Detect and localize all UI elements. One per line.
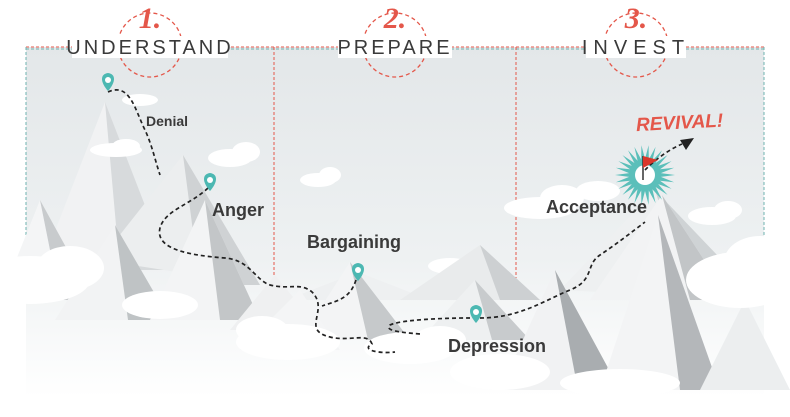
- step-title-3: INVEST: [582, 37, 690, 59]
- step-number-3: 3.: [624, 2, 648, 35]
- stage-label-depression: Depression: [448, 336, 546, 356]
- revival-label: REVIVAL!: [635, 111, 723, 137]
- step-title-bg-2: [338, 36, 452, 58]
- step-title-2: PREPARE: [337, 37, 452, 59]
- step-number-2: 2.: [383, 2, 407, 35]
- front-clouds: [0, 139, 790, 397]
- step-number-1: 1.: [139, 2, 162, 35]
- map-pin-icon: [470, 305, 482, 323]
- path-arrowhead: [680, 138, 694, 150]
- stage-label-anger: Anger: [212, 200, 264, 220]
- step-header-2: 2. PREPARE: [337, 2, 452, 78]
- step-title-bg-1: [72, 36, 228, 58]
- burst-center: [635, 165, 655, 185]
- step-header-3: 3. INVEST: [582, 2, 690, 78]
- flag-icon: [642, 156, 658, 180]
- step-header-1: 1. UNDERSTAND: [66, 2, 233, 78]
- map-pin-icon: [102, 73, 114, 91]
- stage-label-acceptance: Acceptance: [546, 197, 647, 217]
- revival-burst: [615, 145, 675, 205]
- stage-label-bargaining: Bargaining: [307, 232, 401, 252]
- stage-label-denial: Denial: [146, 113, 188, 129]
- step-title-bg-3: [586, 36, 686, 58]
- step-title-1: UNDERSTAND: [66, 37, 233, 59]
- grief-journey-path: [107, 89, 683, 354]
- map-pin-icon: [204, 173, 216, 191]
- map-pin-icon: [352, 263, 364, 281]
